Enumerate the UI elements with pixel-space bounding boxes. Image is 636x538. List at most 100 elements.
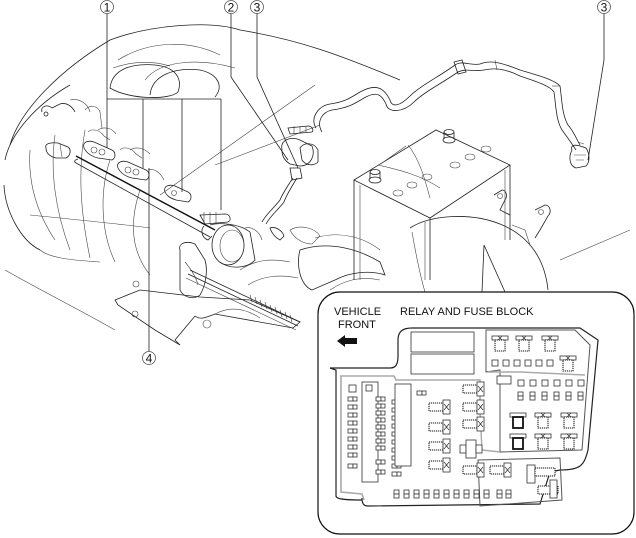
relay-h (462, 402, 478, 412)
relay-block-housing (409, 216, 549, 293)
relay-t-x (540, 412, 546, 418)
fuse-mid-col (380, 438, 386, 444)
fuse-mid-col (380, 445, 386, 451)
relay-5 (512, 416, 524, 429)
cross-fuse (475, 444, 483, 454)
fuse-row-3 (541, 395, 548, 401)
fuse-left-col (347, 396, 354, 402)
fuse-row-3 (565, 391, 572, 397)
fuse-mid-col (380, 459, 386, 465)
callout-2: 2 (224, 0, 238, 15)
callout-4: 4 (142, 351, 156, 366)
vehicle-front-label-line2: FRONT (338, 319, 376, 331)
vehicle-front-label-line1: VEHICLE (334, 306, 381, 318)
relay-lower-right (549, 479, 558, 499)
callout-3b: 3 (597, 0, 611, 15)
fuse-top-row (513, 359, 521, 367)
relay-h-x (477, 466, 484, 474)
fuse-left-col (347, 420, 354, 426)
fuse-small-top (416, 390, 423, 396)
fuse-bottom-row (393, 493, 400, 499)
fuse-bottom-row (423, 493, 430, 499)
relay-6 (512, 437, 524, 450)
fuse-row-2 (577, 379, 585, 387)
fuse-mid-col (375, 438, 382, 444)
fuse-bottom-row (393, 489, 400, 495)
relay-t-x (540, 433, 546, 439)
fuse-top-row (491, 359, 499, 367)
fuse-small (365, 384, 373, 392)
fuse-left-col (352, 436, 358, 442)
relay-t-x (565, 355, 571, 361)
fuse-row-3 (529, 395, 536, 401)
fuse-left-col (352, 463, 358, 469)
wiring-harness (261, 59, 590, 225)
relay-h-x (504, 466, 511, 474)
fuse-mid-col (375, 469, 382, 475)
callout-1-label: 1 (104, 1, 111, 15)
relay-h (462, 419, 478, 429)
fuse-row-3 (517, 391, 524, 397)
callout-2-label: 2 (228, 1, 235, 15)
engine-cover (3, 24, 401, 331)
fuse-mid-col (380, 396, 386, 402)
fuse-row-3 (565, 395, 572, 401)
callout-leaders (106, 13, 612, 444)
callout-1: 1 (100, 0, 114, 15)
callout-4-label: 4 (146, 352, 153, 366)
fuse-left-col (347, 412, 354, 418)
callout-3b-label: 3 (601, 1, 608, 15)
fuse-block-outline (329, 327, 599, 507)
inner-connector-strip (394, 383, 412, 467)
relay-fuse-block-title: RELAY AND FUSE BLOCK (400, 306, 534, 318)
battery (353, 129, 551, 280)
ignition-coils (83, 106, 231, 241)
relay-t (537, 437, 549, 450)
fuse-mid-col (375, 459, 382, 465)
relay-t (544, 339, 556, 352)
fuse-row-2 (565, 379, 573, 387)
relay-box-large-2 (410, 353, 475, 375)
fuse-bottom-row (443, 493, 450, 499)
relay-t-x (547, 335, 553, 341)
fuse-bottom-row (403, 489, 410, 495)
fuse-wide (496, 375, 512, 385)
fuse-bottom-row (463, 489, 470, 495)
fuse-inner-col (396, 471, 402, 477)
fuel-rail (45, 142, 216, 238)
relay-h-x (443, 461, 450, 469)
fuse-left-col (347, 404, 354, 410)
fuse-mid-col (375, 403, 382, 409)
fuse-row-3 (553, 395, 560, 401)
fuse-bottom-row (443, 489, 450, 495)
fuse-bottom-row (496, 489, 503, 495)
relay-t (563, 416, 575, 429)
fuse-bottom-row (483, 493, 490, 499)
fuse-mid-col (380, 403, 386, 409)
fuse-mid-col (380, 424, 386, 430)
fuse-bottom-row (453, 493, 460, 499)
fuse-row-3 (577, 395, 584, 401)
relay-t-x (521, 335, 527, 341)
fuse-mid-col (375, 424, 382, 430)
fuse-row-3 (541, 391, 548, 397)
relay-h (428, 460, 444, 470)
fuse-bottom-row (505, 489, 512, 495)
relay-t (537, 416, 549, 429)
relay-h (428, 422, 444, 432)
relay-h (428, 441, 444, 451)
fuse-row-3 (553, 391, 560, 397)
arrow-left-icon (337, 335, 357, 347)
relay-h (428, 402, 444, 412)
relay-t (562, 359, 574, 372)
relay-t (494, 339, 506, 352)
fuse-bottom-row (473, 489, 480, 495)
background-lines (159, 84, 631, 261)
fuse-bottom-row (433, 493, 440, 499)
fuse-mid-col (375, 431, 382, 437)
fuse-left-col (352, 444, 358, 450)
fuse-mid-col (375, 445, 382, 451)
fuse-mid-col (380, 417, 386, 423)
fuse-bottom-row (483, 489, 490, 495)
